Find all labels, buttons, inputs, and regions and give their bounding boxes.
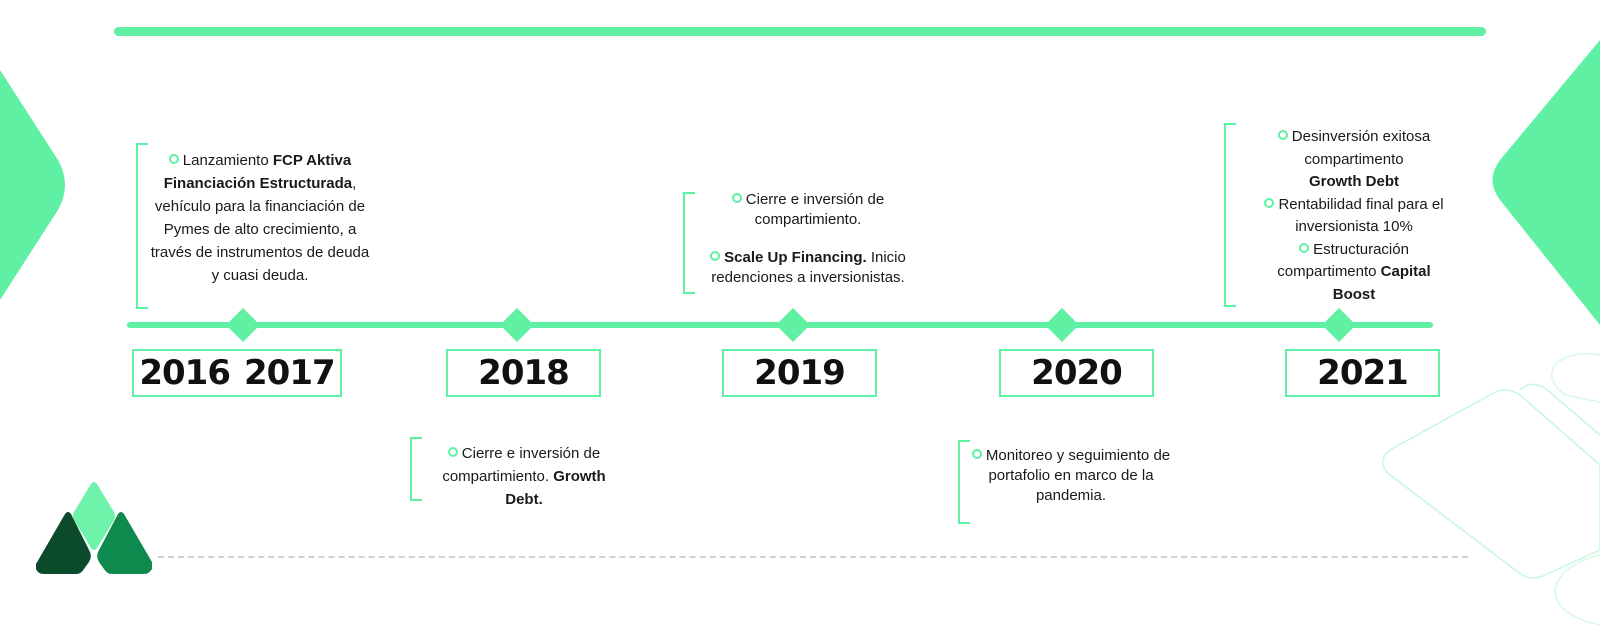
timeline-marker-2019 bbox=[776, 308, 810, 342]
year-2020: 2020 bbox=[1031, 353, 1123, 393]
year-2016: 2016 bbox=[139, 353, 231, 393]
event-2019: Cierre e inversión de compartimiento. Sc… bbox=[693, 190, 923, 288]
bullet-icon bbox=[1277, 130, 1288, 141]
event-2021-item-2: Rentabilidad final para el inversionista… bbox=[1236, 194, 1472, 239]
year-box-2019: 2019 bbox=[722, 349, 877, 397]
bottom-dashed-line bbox=[158, 556, 1468, 558]
right-outline-shapes bbox=[1381, 353, 1600, 626]
year-box-2016-2017: 2016 2017 bbox=[132, 349, 342, 397]
year-box-2020: 2020 bbox=[999, 349, 1154, 397]
event-2019-item-1: Cierre e inversión de compartimiento. bbox=[693, 190, 923, 230]
year-2017: 2017 bbox=[244, 353, 336, 393]
bullet-icon bbox=[168, 154, 179, 165]
timeline-marker-2021 bbox=[1322, 308, 1356, 342]
bullet-icon bbox=[447, 447, 458, 458]
year-box-2021: 2021 bbox=[1285, 349, 1440, 397]
bullet-icon bbox=[1264, 197, 1275, 208]
timeline-marker-2018 bbox=[500, 308, 534, 342]
year-2018: 2018 bbox=[478, 353, 570, 393]
top-accent-bar bbox=[114, 27, 1486, 36]
year-box-2018: 2018 bbox=[446, 349, 601, 397]
right-diamond-shape bbox=[1492, 40, 1600, 325]
event-bracket-2016 bbox=[136, 143, 148, 309]
timeline-marker-2016-2017 bbox=[226, 308, 260, 342]
bullet-icon bbox=[971, 449, 982, 460]
event-bracket-2019 bbox=[683, 192, 695, 294]
left-diamond-shape bbox=[0, 70, 65, 300]
year-2019: 2019 bbox=[754, 353, 846, 393]
event-2019-item-2: Scale Up Financing. Inicio redenciones a… bbox=[710, 249, 906, 286]
company-logo bbox=[36, 482, 152, 574]
event-bracket-2018 bbox=[410, 437, 422, 501]
year-2021: 2021 bbox=[1317, 353, 1409, 393]
event-2021-item-3: Estructuración compartimento Capital Boo… bbox=[1277, 240, 1431, 303]
bullet-icon bbox=[1299, 242, 1310, 253]
bullet-icon bbox=[731, 193, 742, 204]
event-bracket-2020 bbox=[958, 440, 970, 524]
event-2016: Lanzamiento FCP Aktiva Financiación Estr… bbox=[150, 152, 370, 284]
event-bracket-2021 bbox=[1224, 123, 1236, 307]
event-2018: Cierre e inversión de compartimiento. Gr… bbox=[442, 445, 606, 508]
bullet-icon bbox=[710, 251, 721, 262]
timeline-marker-2020 bbox=[1045, 308, 1079, 342]
event-2020: Monitoreo y seguimiento de portafolio en… bbox=[966, 446, 1176, 506]
